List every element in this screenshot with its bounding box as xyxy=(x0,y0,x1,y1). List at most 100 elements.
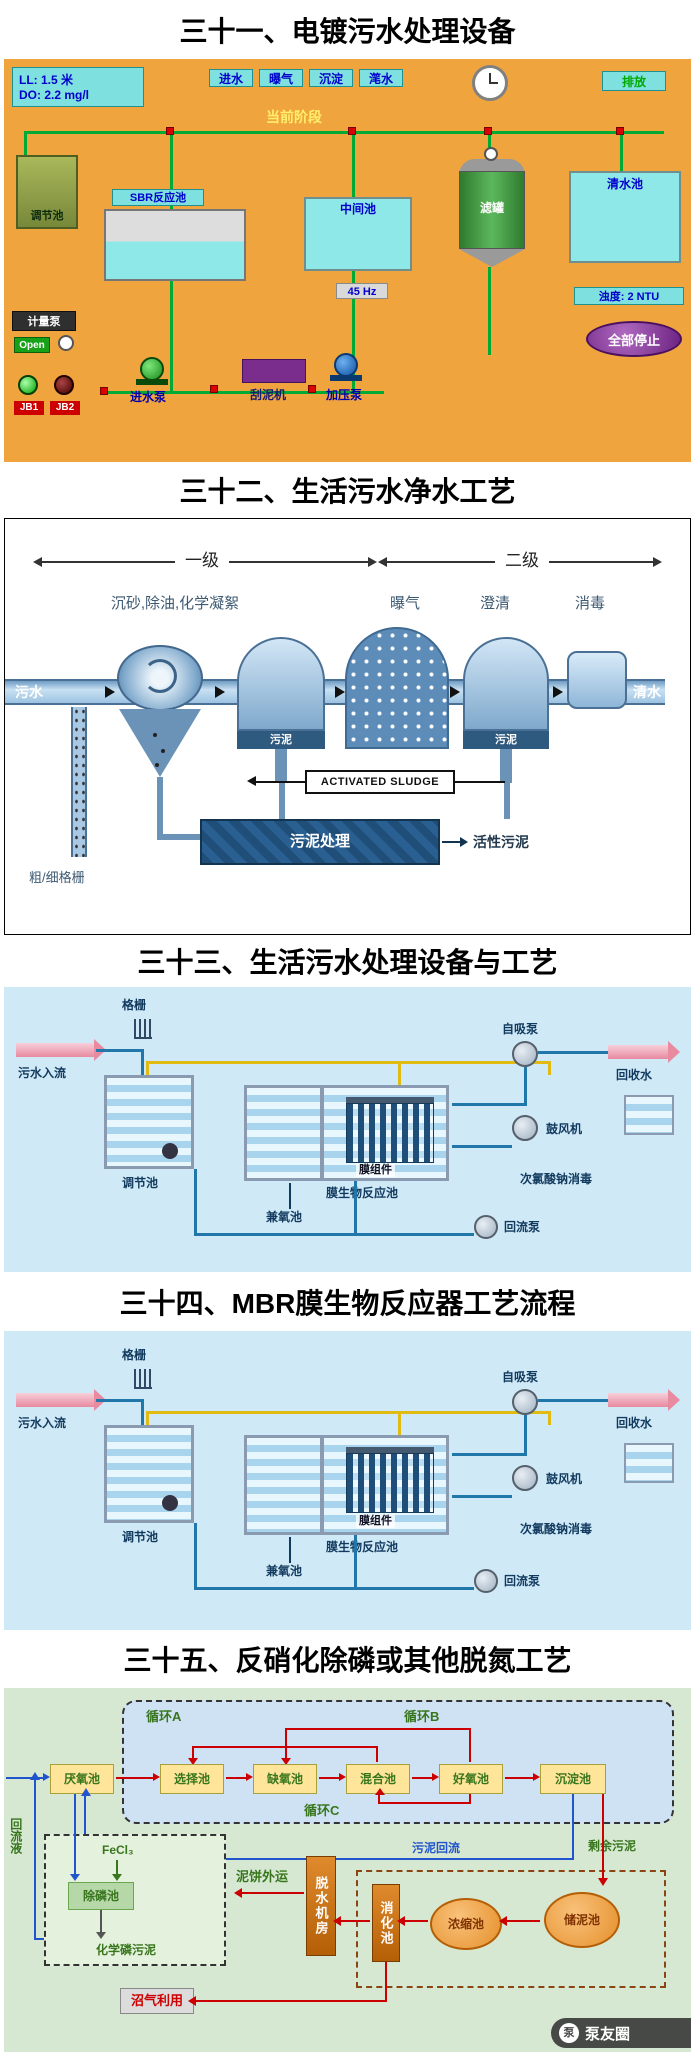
p-removal-tank: 除磷池 xyxy=(68,1882,134,1910)
pipe xyxy=(488,134,491,159)
loop-a-label: 循环A xyxy=(146,1709,182,1724)
pipe xyxy=(548,1061,551,1075)
arrow-left-icon xyxy=(378,557,387,567)
return-pump-label: 回流泵 xyxy=(504,1574,541,1588)
recycle-arrow-icon xyxy=(608,1041,680,1063)
process-step-label: 曝气 xyxy=(389,595,420,612)
pipe xyxy=(524,1415,527,1453)
loop-a-line xyxy=(376,1746,378,1762)
filter-vessel-cone xyxy=(459,249,525,267)
section-34-title: 三十四、MBR膜生物反应器工艺流程 xyxy=(119,1287,576,1319)
arrow-down-icon xyxy=(598,1878,608,1886)
debris-dot xyxy=(161,749,165,753)
sludge-label: 污泥 xyxy=(463,731,549,749)
diagram-mbr-process: 格栅 污水入流 调节池 膜组件 膜生物反应池 兼氧池 自吸泵 回收水 鼓风机 次… xyxy=(4,1331,691,1630)
arrow-right-icon xyxy=(460,837,468,847)
settling-vessel xyxy=(237,637,325,731)
cake-out-label: 泥饼外运 xyxy=(236,1869,289,1884)
process-step-label: 澄清 xyxy=(479,595,510,612)
outflow-label: 清水 xyxy=(633,684,661,700)
loop-b-line xyxy=(469,1728,471,1762)
arrow-up-icon xyxy=(30,1772,40,1780)
screen-label: 格栅 xyxy=(122,998,147,1012)
regulating-tank-label: 调节池 xyxy=(122,1176,159,1190)
valve-icon xyxy=(166,127,174,135)
mbr-tank-label: 膜生物反应池 xyxy=(326,1540,399,1554)
screen-label: 格栅 xyxy=(122,1348,147,1362)
process-step-label: 消毒 xyxy=(574,595,605,612)
aeration-tank xyxy=(345,627,449,749)
diagram-domestic-purification: 一级 二级 沉砂,除油,化学凝絮 曝气 澄清 消毒 污水 清水 污泥 污泥 AC… xyxy=(4,518,691,935)
blower-icon xyxy=(512,1465,538,1491)
loop-c-line xyxy=(378,1794,380,1804)
flow-line xyxy=(340,1920,370,1922)
digester-tank: 消化池 xyxy=(372,1884,400,1962)
naclo-label: 次氯酸钠消毒 xyxy=(520,1522,593,1536)
arrow-up-icon xyxy=(375,1788,385,1795)
pipe xyxy=(170,281,173,391)
clear-water-tank: 清水池 xyxy=(569,171,681,263)
pipe xyxy=(146,1061,149,1075)
watermark-name: 泵友圈 xyxy=(585,2025,631,2043)
return-liquid-label: 回流液 xyxy=(8,1818,23,1854)
tank-divider xyxy=(320,1438,324,1532)
sludge-return-line xyxy=(572,1794,574,1860)
dewatering-room: 脱水机房 xyxy=(306,1856,336,1956)
arrow-left-icon xyxy=(33,557,42,567)
process-tank-anoxic: 缺氧池 xyxy=(253,1764,317,1794)
process-tank-selector: 选择池 xyxy=(160,1764,224,1794)
intermediate-tank-label: 中间池 xyxy=(339,202,376,216)
return-liquid-line xyxy=(34,1780,36,1940)
pipe xyxy=(146,1411,551,1414)
step-chip-settle: 沉淀 xyxy=(309,69,353,87)
flow-arrow-icon xyxy=(553,686,563,698)
recycle-water-label: 回收水 xyxy=(616,1068,653,1082)
sludge-treatment-box: 污泥处理 xyxy=(200,819,440,865)
section-35-title: 三十五、反硝化除磷或其他脱氮工艺 xyxy=(123,1645,572,1676)
mbr-tank-label: 膜生物反应池 xyxy=(326,1186,399,1200)
recycle-arrow-icon xyxy=(608,1389,680,1411)
intermediate-tank: 中间池 xyxy=(304,197,412,271)
flow-arrow-icon xyxy=(450,686,460,698)
facultative-tank-label: 兼氧池 xyxy=(266,1210,303,1224)
inlet-pump-label: 进水泵 xyxy=(130,390,167,404)
flow-arrow-icon xyxy=(105,686,115,698)
indicator-light-on xyxy=(18,375,38,395)
biogas-line xyxy=(385,1962,387,2002)
loop-b-line xyxy=(285,1728,287,1762)
loop-c-line xyxy=(378,1802,471,1804)
pipe xyxy=(538,1051,608,1054)
flow-line xyxy=(116,1777,154,1779)
process-step-label: 沉砂,除油,化学凝絮 xyxy=(110,595,240,612)
indicator-light-off xyxy=(54,375,74,395)
return-pump-icon xyxy=(474,1569,498,1593)
disinfection-tank xyxy=(624,1443,674,1483)
blower-icon xyxy=(512,1115,538,1141)
return-pipe xyxy=(194,1169,197,1233)
leader-line xyxy=(289,1183,291,1209)
arrow-left-icon xyxy=(247,776,256,786)
section-32-title: 三十二、生活污水净水工艺 xyxy=(179,476,516,507)
return-pump-icon xyxy=(474,1215,498,1239)
flow-line xyxy=(404,1920,428,1922)
sbr-tank-label: SBR反应池 xyxy=(112,189,204,206)
inlet-pump-icon xyxy=(140,357,164,381)
pipe xyxy=(524,1067,527,1103)
pipe xyxy=(398,1411,401,1435)
stop-all-button: 全部停止 xyxy=(586,321,682,357)
arrow-right-icon xyxy=(368,557,377,567)
sludge-line xyxy=(157,834,202,840)
booster-pump-base xyxy=(330,375,362,381)
flow-line xyxy=(6,1777,44,1779)
circulation-region xyxy=(122,1700,674,1824)
inlet-pump-base xyxy=(136,379,168,385)
watermark: 泵 泵友圈 xyxy=(551,2018,691,2048)
diagram-denitrification: 循环A 循环B 厌氧池 选择池 缺氧池 混合池 好氧池 沉淀池 循环C 污泥回流… xyxy=(4,1688,691,2052)
flow-line xyxy=(506,1920,540,1922)
self-priming-pump-label: 自吸泵 xyxy=(502,1370,539,1384)
arrow-left-icon xyxy=(499,1916,507,1926)
submersible-pump-icon xyxy=(162,1143,178,1159)
pipe xyxy=(352,134,355,197)
pipe xyxy=(170,134,173,209)
recycle-water-label: 回收水 xyxy=(616,1416,653,1430)
